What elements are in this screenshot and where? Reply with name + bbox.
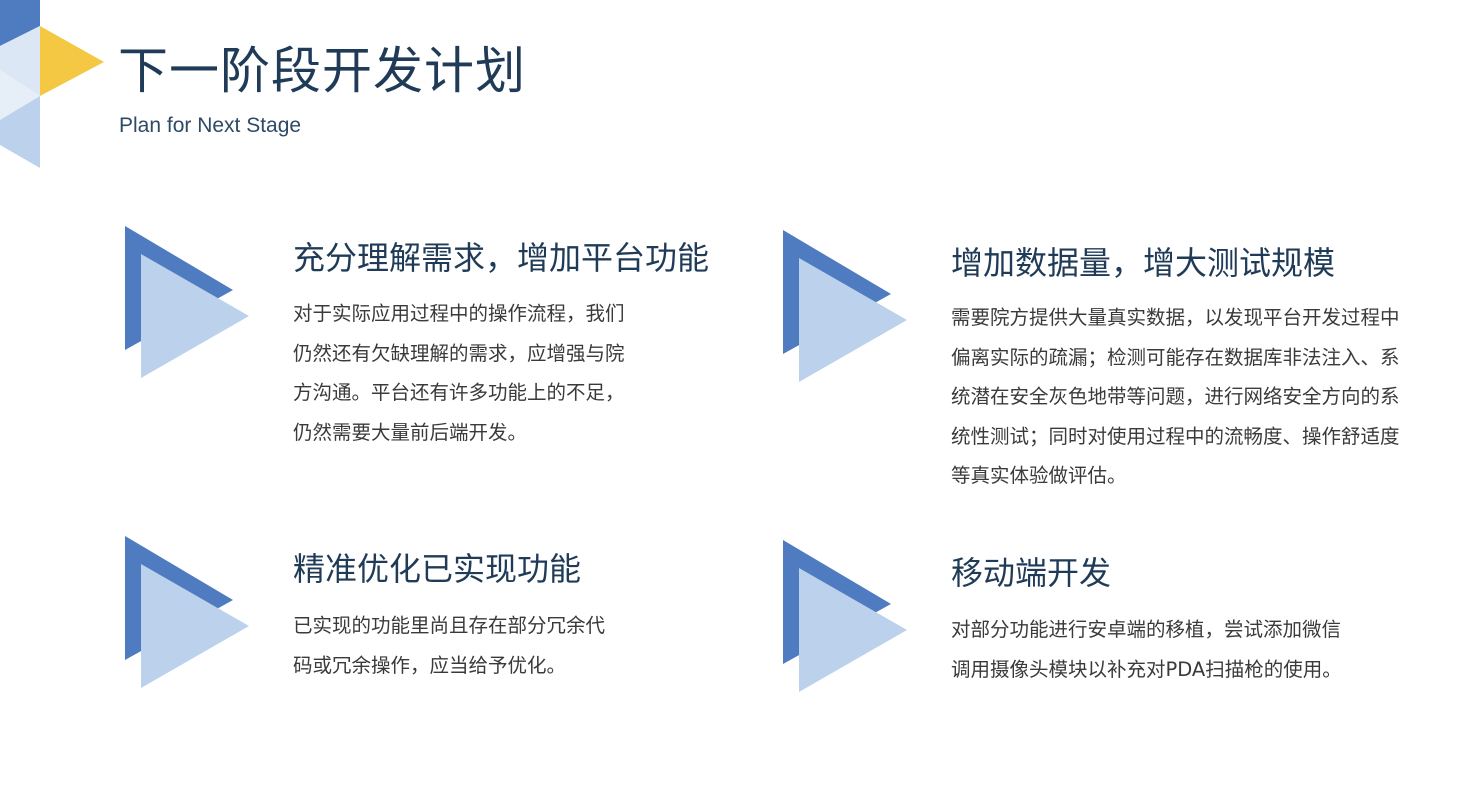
item-heading: 精准优化已实现功能 (293, 550, 582, 588)
item-heading: 充分理解需求，增加平台功能 (293, 239, 710, 277)
item-body: 对于实际应用过程中的操作流程，我们 仍然还有欠缺理解的需求，应增强与院 方沟通。… (293, 294, 625, 452)
item-body-line: 对部分功能进行安卓端的移植，尝试添加微信 (951, 618, 1342, 641)
item-body-line: 方沟通。平台还有许多功能上的不足， (293, 381, 625, 404)
item-body-line: 已实现的功能里尚且存在部分冗余代 (293, 614, 606, 637)
corner-triangles-decoration (0, 0, 104, 168)
item-body-line: 偏离实际的疏漏；检测可能存在数据库非法注入、系 (951, 345, 1400, 369)
item-body-line: 对于实际应用过程中的操作流程，我们 (293, 302, 625, 325)
item-heading: 增加数据量，增大测试规模 (951, 244, 1336, 282)
item-body-line: 需要院方提供大量真实数据，以发现平台开发过程中 (951, 306, 1400, 329)
item-body-line: 统潜在安全灰色地带等问题，进行网络安全方向的系 (951, 385, 1400, 408)
play-triangle-icon (125, 226, 249, 378)
item-body-line: 仍然需要大量前后端开发。 (293, 420, 528, 444)
item-body: 对部分功能进行安卓端的移植，尝试添加微信 调用摄像头模块以补充对PDA扫描枪的使… (951, 610, 1342, 689)
play-triangle-icon (125, 536, 249, 688)
item-heading: 移动端开发 (951, 554, 1112, 592)
item-body-line: 统性测试；同时对使用过程中的流畅度、操作舒适度 (951, 424, 1400, 448)
play-triangle-icon (783, 230, 907, 382)
item-body-line: 调用摄像头模块以补充对PDA扫描枪的使用。 (951, 657, 1342, 681)
item-body-line: 码或冗余操作，应当给予优化。 (293, 653, 567, 677)
item-body: 已实现的功能里尚且存在部分冗余代 码或冗余操作，应当给予优化。 (293, 606, 605, 685)
play-triangle-icon (783, 540, 907, 692)
item-body: 需要院方提供大量真实数据，以发现平台开发过程中 偏离实际的疏漏；检测可能存在数据… (951, 298, 1400, 496)
page-title: 下一阶段开发计划 (118, 42, 526, 100)
page-subtitle: Plan for Next Stage (119, 114, 302, 137)
item-body-line: 等真实体验做评估。 (951, 464, 1127, 487)
item-body-line: 仍然还有欠缺理解的需求，应增强与院 (293, 341, 625, 365)
